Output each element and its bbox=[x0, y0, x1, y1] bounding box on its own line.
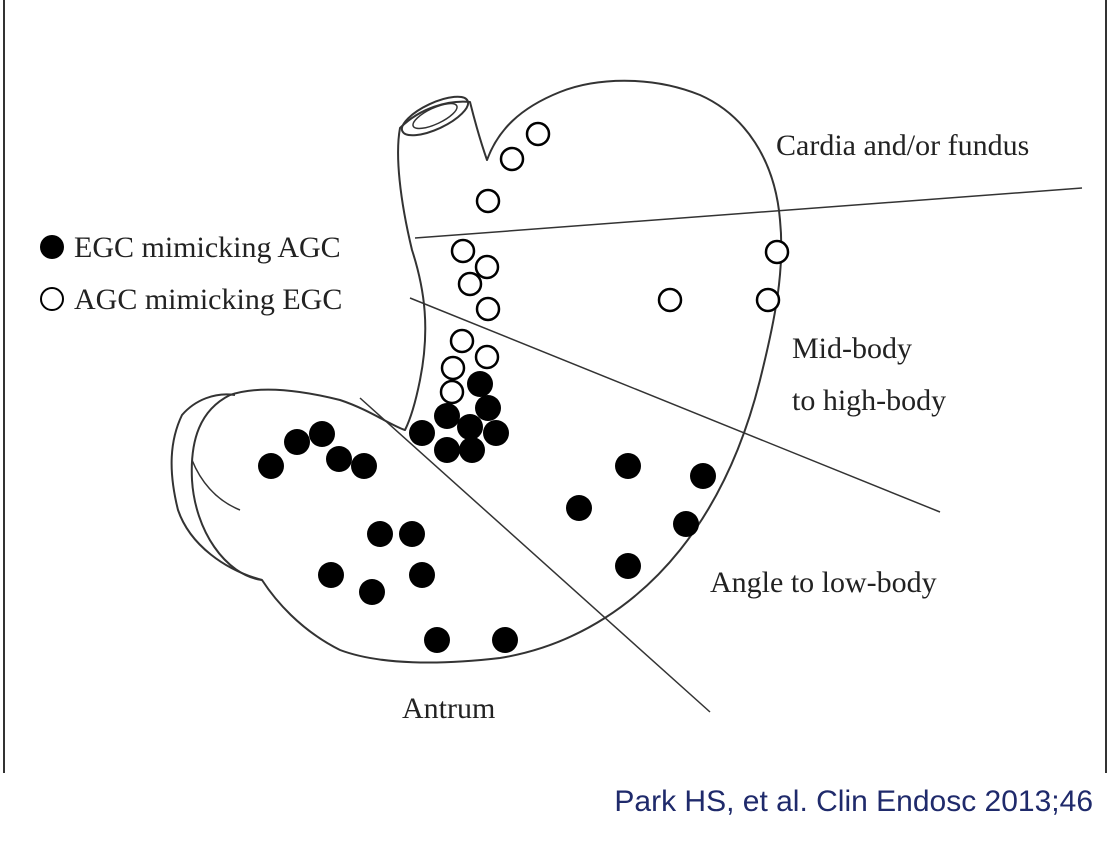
filled-marker bbox=[309, 421, 335, 447]
citation: Park HS, et al. Clin Endosc 2013;46 bbox=[614, 785, 1093, 818]
stomach-outline bbox=[190, 79, 783, 664]
filled-marker bbox=[424, 627, 450, 653]
open-marker bbox=[764, 239, 790, 265]
open-markers bbox=[439, 121, 790, 405]
label-cardia-fundus: Cardia and/or fundus bbox=[776, 129, 1029, 162]
open-marker bbox=[475, 296, 501, 322]
open-marker bbox=[474, 344, 500, 370]
open-marker bbox=[475, 188, 501, 214]
label-high-body: to high-body bbox=[792, 384, 946, 417]
filled-marker bbox=[409, 562, 435, 588]
filled-marker bbox=[399, 521, 425, 547]
legend-open-icon bbox=[40, 287, 64, 311]
open-marker bbox=[440, 355, 466, 381]
duodenum-fold bbox=[191, 459, 241, 511]
filled-markers bbox=[258, 371, 716, 653]
filled-marker bbox=[673, 511, 699, 537]
esophagus-opening bbox=[400, 95, 470, 137]
filled-marker bbox=[284, 429, 310, 455]
open-marker bbox=[755, 287, 781, 313]
esophagus-opening-inner bbox=[412, 102, 458, 130]
open-marker bbox=[457, 271, 483, 297]
filled-marker bbox=[615, 553, 641, 579]
open-marker bbox=[474, 254, 500, 280]
filled-marker bbox=[615, 453, 641, 479]
open-marker bbox=[449, 328, 475, 354]
filled-marker bbox=[483, 420, 509, 446]
legend-filled-label: EGC mimicking AGC bbox=[74, 231, 341, 264]
label-antrum: Antrum bbox=[402, 692, 495, 725]
filled-marker bbox=[258, 453, 284, 479]
filled-marker bbox=[434, 437, 460, 463]
open-marker bbox=[450, 238, 476, 264]
filled-marker bbox=[457, 414, 483, 440]
divider-angle-antrum bbox=[359, 397, 711, 713]
filled-marker bbox=[434, 403, 460, 429]
filled-marker bbox=[690, 463, 716, 489]
open-marker bbox=[657, 287, 683, 313]
divider-body-angle bbox=[409, 297, 941, 513]
filled-marker bbox=[367, 521, 393, 547]
filled-marker bbox=[409, 420, 435, 446]
filled-marker bbox=[326, 446, 352, 472]
open-marker bbox=[499, 146, 525, 172]
filled-marker bbox=[359, 579, 385, 605]
legend-filled-icon bbox=[40, 235, 64, 259]
filled-marker bbox=[475, 395, 501, 421]
label-angle-low-body: Angle to low-body bbox=[710, 566, 937, 599]
duodenum-outline bbox=[170, 393, 263, 581]
legend: EGC mimicking AGC AGC mimicking EGC bbox=[40, 231, 342, 316]
filled-marker bbox=[351, 453, 377, 479]
filled-marker bbox=[566, 495, 592, 521]
filled-marker bbox=[459, 437, 485, 463]
divider-cardia-body bbox=[414, 187, 1083, 239]
label-mid-body: Mid-body bbox=[792, 332, 912, 365]
open-marker bbox=[439, 379, 465, 405]
filled-marker bbox=[318, 562, 344, 588]
open-marker bbox=[525, 121, 551, 147]
filled-marker bbox=[467, 371, 493, 397]
legend-open-label: AGC mimicking EGC bbox=[74, 283, 342, 316]
filled-marker bbox=[492, 627, 518, 653]
